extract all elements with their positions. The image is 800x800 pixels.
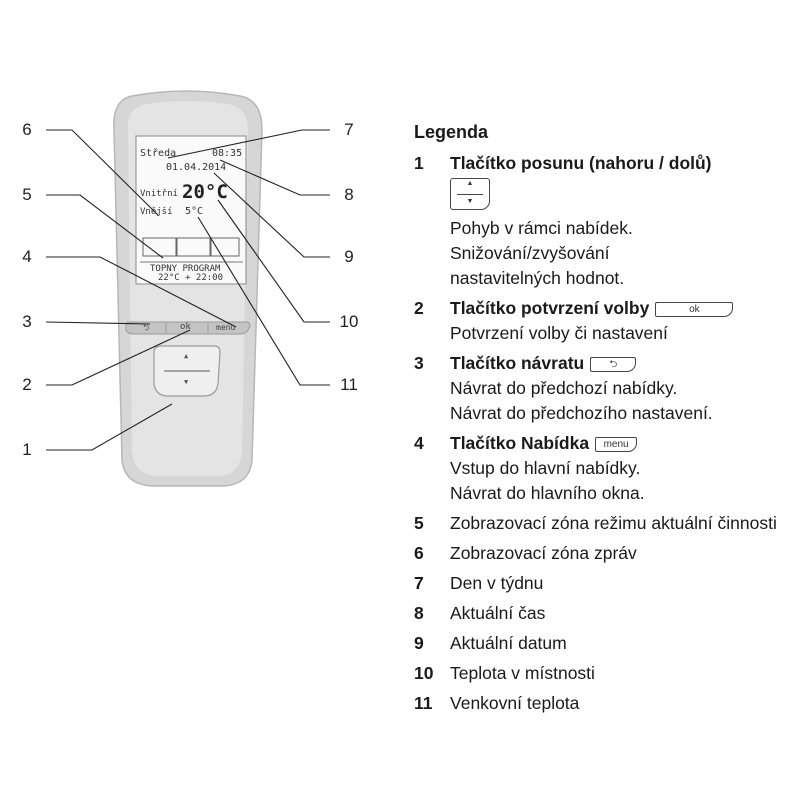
current-time: 08:35: [212, 148, 243, 159]
callout-10: 10: [339, 312, 359, 331]
message-zone-box-3: [210, 237, 240, 257]
legend-line: Návrat do hlavního okna.: [450, 483, 645, 503]
legend-item-title: Tlačítko potvrzení volby: [450, 298, 650, 318]
legend-text: Den v týdnu: [450, 573, 544, 593]
current-date: 01.04.2014: [166, 162, 227, 173]
callout-6: 6: [22, 120, 32, 139]
back-button[interactable]: ⮌: [143, 323, 150, 332]
legend-num: 5: [414, 513, 424, 533]
legend-item-11: 11 Venkovní teplota: [414, 691, 794, 716]
back-key-icon: ⮌: [590, 356, 637, 372]
legend-line: Potvrzení volby či nastavení: [450, 323, 668, 343]
callout-8: 8: [344, 185, 354, 204]
legend-line: nastavitelných hodnot.: [450, 268, 625, 288]
legend-line: Vstup do hlavní nabídky.: [450, 458, 641, 478]
scroll-key-icon: ▲▼: [450, 178, 490, 210]
mode-line-1: TOPNY PROGRAM: [150, 264, 221, 274]
legend-item-10: 10 Teplota v místnosti: [414, 661, 794, 686]
legend-text: Venkovní teplota: [450, 693, 580, 713]
callout-lines: [45, 129, 330, 451]
outdoor-label: Vnější: [140, 207, 173, 217]
callout-11: 11: [340, 375, 358, 394]
legend-num: 3: [414, 353, 424, 373]
legend-num: 6: [414, 543, 424, 563]
legend-num: 11: [414, 693, 433, 713]
legend-num: 1: [414, 153, 424, 173]
legend-item-9: 9 Aktuální datum: [414, 631, 794, 656]
callout-9: 9: [344, 247, 354, 266]
legend-title: Legenda: [414, 122, 489, 142]
down-arrow-icon[interactable]: ▼: [184, 378, 189, 386]
legend-item-title: Tlačítko Nabídka: [450, 433, 590, 453]
legend-text: Aktuální čas: [450, 603, 546, 623]
legend-item-5: 5 Zobrazovací zóna režimu aktuální činno…: [414, 511, 794, 536]
legend-item-1: 1 Tlačítko posunu (nahoru / dolů) ▲▼ Poh…: [414, 151, 794, 291]
legend-line: Návrat do předchozího nastavení.: [450, 403, 713, 423]
legend-text: Zobrazovací zóna režimu aktuální činnost…: [450, 513, 777, 533]
day-of-week: Středa: [140, 148, 177, 159]
legend-text: Aktuální datum: [450, 633, 567, 653]
menu-key-icon: menu: [595, 436, 638, 452]
legend-num: 10: [414, 663, 434, 683]
callout-5: 5: [22, 185, 32, 204]
indoor-label: Vnitřní: [140, 189, 178, 199]
up-arrow-icon[interactable]: ▲: [184, 352, 189, 360]
callout-4: 4: [22, 247, 32, 266]
legend-num: 2: [414, 298, 424, 318]
legend-line: Pohyb v rámci nabídek.: [450, 218, 633, 238]
lcd-screen: [135, 135, 247, 285]
message-zone-box-2: [176, 237, 211, 257]
legend-text: Teplota v místnosti: [450, 663, 595, 683]
legend-item-title: Tlačítko návratu: [450, 353, 585, 373]
legend-item-title: Tlačítko posunu (nahoru / dolů): [450, 153, 712, 173]
mode-line-2: 22°C + 22:00: [158, 273, 224, 283]
legend-line: Snižování/zvyšování: [450, 243, 610, 263]
legend-item-8: 8 Aktuální čas: [414, 601, 794, 626]
legend-num: 4: [414, 433, 424, 453]
callout-1: 1: [22, 440, 32, 459]
legend-item-3: 3 Tlačítko návratu ⮌ Návrat do předchozí …: [414, 351, 794, 426]
legend-item-2: 2 Tlačítko potvrzení volby ok Potvrzení v…: [414, 296, 794, 346]
legend-num: 7: [414, 573, 424, 593]
callout-3: 3: [22, 312, 32, 331]
legend-line: Návrat do předchozí nabídky.: [450, 378, 678, 398]
legend: Legenda 1 Tlačítko posunu (nahoru / dolů…: [414, 120, 794, 721]
callout-2: 2: [22, 375, 32, 394]
indoor-temperature: 20°C: [182, 181, 228, 203]
ok-button[interactable]: ok: [180, 322, 191, 332]
legend-item-7: 7 Den v týdnu: [414, 571, 794, 596]
legend-num: 8: [414, 603, 424, 623]
soft-key-bar: [125, 321, 251, 335]
ok-key-icon: ok: [655, 301, 734, 317]
callout-7: 7: [344, 120, 354, 139]
legend-num: 9: [414, 633, 424, 653]
menu-button[interactable]: menu: [216, 323, 236, 332]
outdoor-temperature: 5°C: [185, 206, 204, 217]
legend-item-4: 4 Tlačítko Nabídka menu Vstup do hlavní n…: [414, 431, 794, 506]
legend-text: Zobrazovací zóna zpráv: [450, 543, 637, 563]
legend-item-6: 6 Zobrazovací zóna zpráv: [414, 541, 794, 566]
